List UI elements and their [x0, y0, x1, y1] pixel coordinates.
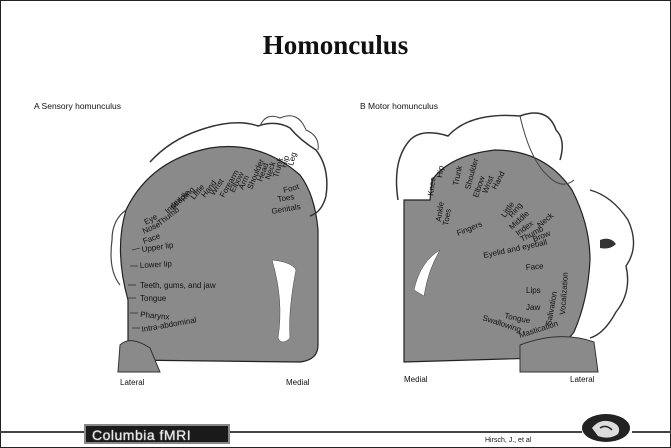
footer-rule-right	[632, 431, 671, 433]
label-hip-motor: Hip	[435, 165, 446, 179]
footer-rule-left	[0, 431, 84, 433]
columbia-fmri-badge: Columbia fMRI	[84, 424, 230, 444]
label-jaw: Jaw	[526, 303, 540, 312]
panel-a-lateral-label: Lateral	[120, 378, 145, 387]
motor-homunculus-diagram	[397, 113, 634, 372]
footer-rule-middle	[230, 431, 582, 433]
panel-a-medial-label: Medial	[286, 378, 310, 387]
label-lips-motor: Lips	[526, 286, 541, 295]
slide-credit: Hirsch, J., et al	[485, 437, 531, 444]
panel-b-medial-label: Medial	[404, 375, 428, 384]
label-face-motor: Face	[525, 261, 544, 272]
panel-b-label: B Motor homunculus	[360, 101, 438, 111]
label-teeth-gums-jaw: Teeth, gums, and jaw	[140, 281, 216, 290]
badge-text: Columbia fMRI	[92, 427, 191, 443]
label-tongue: Tongue	[140, 294, 167, 303]
panel-a-label: A Sensory homunculus	[34, 101, 121, 111]
panel-b-lateral-label: Lateral	[570, 375, 595, 384]
brain-logo-icon	[582, 414, 630, 442]
label-lower-lip: Lower lip	[140, 259, 173, 270]
